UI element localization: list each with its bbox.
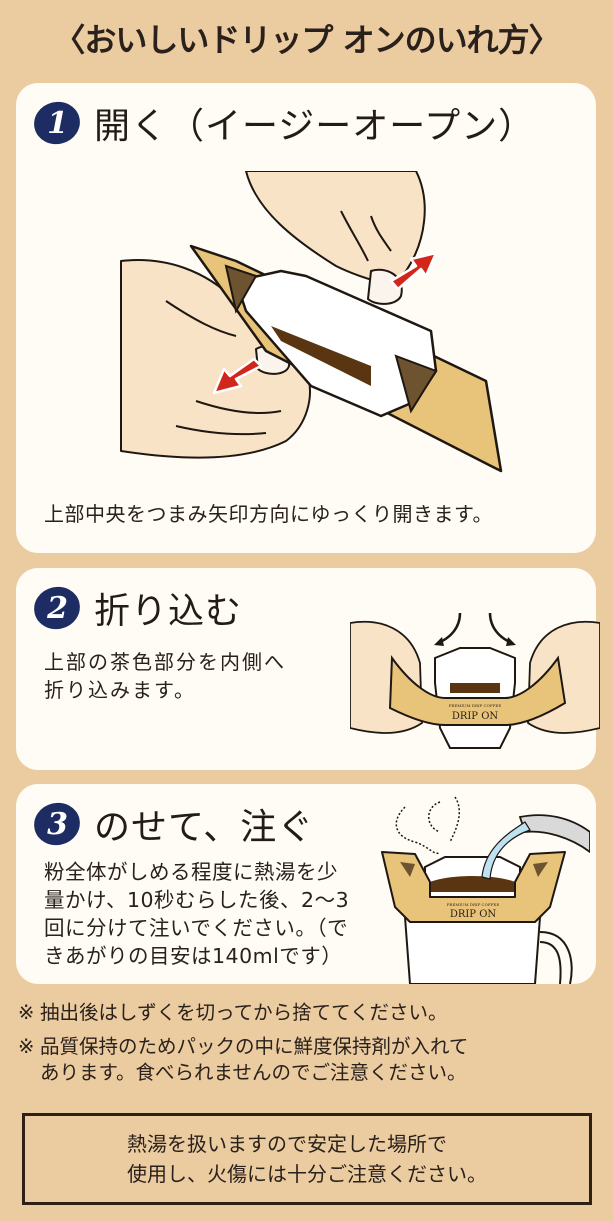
note-item: ※ 品質保持のためパックの中に鮮度保持剤が入れて あります。食べられませんのでご… [18, 1034, 598, 1086]
step-title: のせて、注ぐ [94, 807, 315, 848]
note-line: あります。食べられませんのでご注意ください。 [40, 1061, 467, 1084]
step-number-badge: 3 [29, 798, 85, 850]
svg-text:PREMIUM DRIP COFFEE: PREMIUM DRIP COFFEE [447, 902, 500, 907]
warning-line: 使用し、火傷には十分ご注意ください。 [127, 1162, 487, 1186]
step-1-header: 1 開く（イージーオープン） [29, 97, 536, 149]
warning-text: 熱湯を扱いますので安定した場所で 使用し、火傷には十分ご注意ください。 [127, 1129, 487, 1189]
description-line: きあがりの目安は140mlです） [44, 944, 343, 968]
note-text: 抽出後はしずくを切ってから捨ててください。 [40, 1001, 448, 1024]
warning-box: 熱湯を扱いますので安定した場所で 使用し、火傷には十分ご注意ください。 [22, 1113, 592, 1205]
note-item: ※ 抽出後はしずくを切ってから捨ててください。 [18, 1000, 598, 1026]
step-1-card: 1 開く（イージーオープン） [16, 83, 596, 553]
note-text: 品質保持のためパックの中に鮮度保持剤が入れて あります。食べられませんのでご注意… [40, 1034, 598, 1086]
step-3-card: 3 のせて、注ぐ 粉全体がしめる程度に熱湯を少 量かけ、10秒むらした後、2〜3… [16, 784, 596, 985]
svg-text:DRIP ON: DRIP ON [450, 909, 497, 920]
description-line: 折り込みます。 [44, 678, 196, 702]
description-line: 粉全体がしめる程度に熱湯を少 [44, 860, 338, 884]
hands-opening-drip-bag-icon [106, 170, 526, 481]
step-number-badge: 1 [29, 97, 85, 149]
description-line: 回に分けて注いでください。（で [44, 916, 349, 940]
step-description: 上部の茶色部分を内側へ 折り込みます。 [44, 648, 286, 704]
pouring-hot-water-icon: PREMIUM DRIP COFFEE DRIP ON [370, 792, 591, 985]
folding-flaps-icon: PREMIUM DRIP COFFEE DRIP ON [349, 603, 601, 763]
notes-section: ※ 抽出後はしずくを切ってから捨ててください。 ※ 品質保持のためパックの中に鮮… [18, 1000, 598, 1094]
step-description: 上部中央をつまみ矢印方向にゆっくり開きます。 [44, 502, 493, 526]
description-line: 上部の茶色部分を内側へ [44, 650, 286, 674]
svg-text:PREMIUM DRIP COFFEE: PREMIUM DRIP COFFEE [449, 703, 502, 708]
step-description: 粉全体がしめる程度に熱湯を少 量かけ、10秒むらした後、2〜3 回に分けて注いで… [44, 858, 349, 970]
step-title: 開く（イージーオープン） [94, 106, 536, 147]
step-2-card: 2 折り込む 上部の茶色部分を内側へ 折り込みます。 PREMIUM DRIP … [16, 568, 601, 770]
page-title: 〈おいしいドリップ オンのいれ方〉 [53, 21, 560, 59]
note-mark: ※ [18, 1035, 35, 1058]
note-mark: ※ [18, 1001, 35, 1024]
step-number: 3 [46, 806, 68, 842]
step-number: 2 [46, 590, 68, 626]
svg-text:DRIP ON: DRIP ON [452, 711, 499, 722]
step-number-badge: 2 [29, 582, 85, 634]
warning-line: 熱湯を扱いますので安定した場所で [127, 1132, 447, 1156]
step-title: 折り込む [94, 591, 243, 632]
step-number: 1 [46, 105, 68, 141]
note-line: 品質保持のためパックの中に鮮度保持剤が入れて [40, 1035, 469, 1058]
step-3-header: 3 のせて、注ぐ [29, 798, 315, 850]
step-2-header: 2 折り込む [29, 582, 243, 634]
description-line: 量かけ、10秒むらした後、2〜3 [44, 888, 350, 912]
